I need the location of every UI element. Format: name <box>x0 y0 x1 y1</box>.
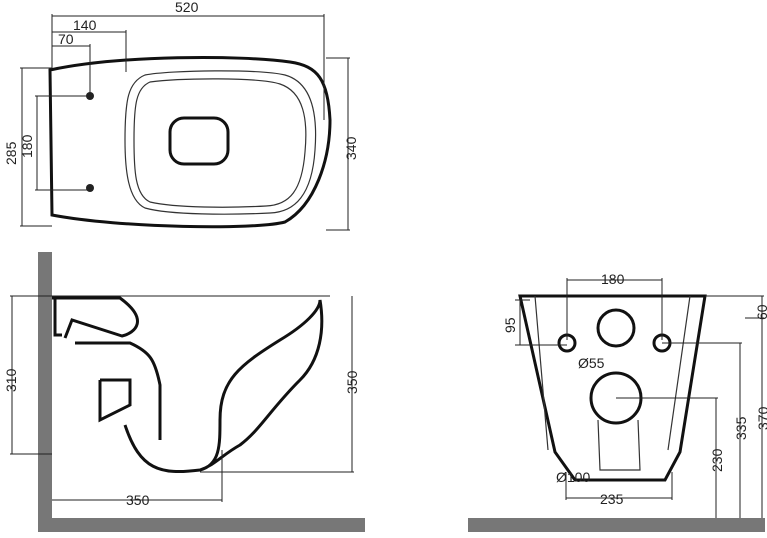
dim-height-95: 95 <box>502 317 518 333</box>
dim-height-60: 60 <box>754 304 767 320</box>
rear-view: 180 95 Ø55 Ø100 235 230 335 370 60 <box>502 271 767 518</box>
dim-base-235: 235 <box>600 491 624 507</box>
dim-hole-spacing-180: 180 <box>19 134 35 158</box>
dim-top-180: 180 <box>601 271 625 287</box>
wall-bracket <box>52 296 62 337</box>
bowl-outline <box>48 56 332 229</box>
inlet-55 <box>596 308 636 348</box>
side-view: 310 350 350 <box>3 295 360 508</box>
floor-right <box>468 518 765 532</box>
dim-width-520: 520 <box>175 0 199 15</box>
dim-projection-350: 350 <box>126 492 150 508</box>
bowl-profile <box>55 296 324 474</box>
dim-height-370: 370 <box>755 406 767 430</box>
dim-height-335: 335 <box>733 416 749 440</box>
outlet-stem <box>597 419 641 471</box>
dim-dia-100: Ø100 <box>556 469 590 485</box>
dim-offset-70: 70 <box>58 31 74 47</box>
dim-offset-140: 140 <box>73 17 97 33</box>
dim-height-230: 230 <box>709 448 725 472</box>
dim-dia-55: Ø55 <box>578 355 605 371</box>
dim-height-310: 310 <box>3 368 19 392</box>
dim-height-350: 350 <box>344 370 360 394</box>
rear-inner <box>534 295 691 451</box>
top-view: 520 140 70 285 180 340 <box>3 0 359 231</box>
dim-depth-340: 340 <box>343 136 359 160</box>
fixing-hole-bottom <box>86 184 94 192</box>
bowl-opening <box>168 116 230 166</box>
wall <box>38 252 52 532</box>
dim-depth-285: 285 <box>3 141 19 165</box>
seat-outline <box>124 70 317 215</box>
seat-inner <box>133 78 307 208</box>
floor-left <box>38 518 365 532</box>
